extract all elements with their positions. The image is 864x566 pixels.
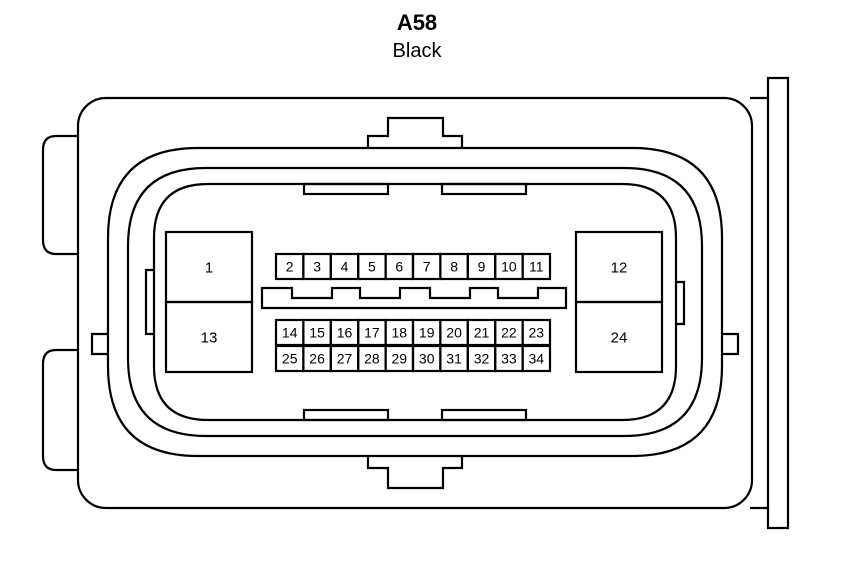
pin-number: 14 [282, 325, 298, 341]
hood-inner [126, 166, 704, 438]
hood-outer [106, 146, 724, 458]
cavity-small: 30 [411, 344, 442, 373]
guide-bottom-left [302, 408, 390, 422]
hood-notch-left [90, 332, 108, 356]
cavity-small: 8 [439, 252, 469, 281]
right-latch [750, 76, 790, 530]
receptacle [152, 182, 678, 422]
pin-number: 11 [529, 259, 544, 275]
pin-number: 23 [529, 325, 545, 341]
cavity-small: 3 [302, 252, 332, 281]
cavity-small: 28 [357, 344, 387, 373]
left-latch-top [41, 134, 78, 256]
left-latch-bottom [41, 348, 78, 472]
cavity-small: 22 [494, 318, 524, 347]
cavity-small: 20 [439, 318, 469, 347]
bottom-key [366, 456, 464, 490]
pin-number: 26 [309, 351, 325, 367]
pin-number: 9 [478, 259, 486, 275]
cavity-box [164, 300, 254, 374]
guide-bottom-right [440, 408, 528, 422]
cavity-large: 1 [164, 230, 254, 304]
top-key [366, 116, 464, 148]
connector-id: A58 [396, 10, 438, 35]
pin-number: 20 [446, 325, 462, 341]
receptacle-step-left [144, 268, 154, 336]
pin-number: 27 [337, 351, 353, 367]
pin-number: 30 [419, 351, 435, 367]
cavity-large: 24 [574, 300, 664, 374]
pin-number: 13 [201, 329, 218, 346]
cavity-small: 9 [466, 252, 497, 281]
pin-number: 8 [450, 259, 458, 275]
pin-number: 17 [364, 325, 380, 341]
pin-number: 21 [474, 325, 490, 341]
guide-top-right [440, 182, 528, 196]
pin-number: 33 [501, 351, 517, 367]
pin-number: 22 [501, 325, 517, 341]
pin-number: 12 [611, 259, 628, 276]
outer-housing [76, 96, 754, 510]
pin-number: 5 [368, 259, 376, 275]
cavity-small: 2 [274, 252, 305, 281]
cavity-small: 14 [274, 318, 305, 347]
cavity-small: 23 [521, 318, 552, 347]
pin-number: 31 [446, 351, 462, 367]
cavity-small: 25 [274, 344, 305, 373]
cavity-small: 5 [357, 252, 387, 281]
pin-number: 18 [392, 325, 408, 341]
cavity-large: 12 [574, 230, 664, 304]
cavity-small: 33 [494, 344, 524, 373]
pin-number: 2 [286, 259, 294, 275]
pin-number: 34 [529, 351, 545, 367]
cavity-small: 15 [302, 318, 332, 347]
cavity-small: 7 [411, 252, 442, 281]
guide-top-left [302, 182, 390, 196]
cavity-small: 19 [411, 318, 442, 347]
connector-color: Black [392, 40, 442, 62]
center-rib [260, 286, 568, 310]
pin-number: 6 [395, 259, 403, 275]
cavity-small: 34 [521, 344, 552, 373]
cavity-box [521, 344, 552, 373]
cavity-small: 4 [329, 252, 360, 281]
pin-number: 16 [337, 325, 353, 341]
cavity-box [521, 252, 552, 281]
cavity-small: 17 [357, 318, 387, 347]
pin-number: 32 [474, 351, 490, 367]
cavity-small: 26 [302, 344, 332, 373]
pin-number: 25 [282, 351, 298, 367]
pin-number: 19 [419, 325, 435, 341]
cavity-small: 32 [466, 344, 497, 373]
pin-number: 29 [392, 351, 408, 367]
hood-notch-right [722, 332, 740, 356]
cavity-large: 13 [164, 300, 254, 374]
cavity-small: 11 [521, 252, 552, 281]
pin-number: 4 [341, 259, 349, 275]
pin-number: 15 [309, 325, 325, 341]
pin-number: 1 [205, 259, 213, 276]
pin-number: 24 [611, 329, 628, 346]
cavity-small: 21 [466, 318, 497, 347]
cavity-small: 16 [329, 318, 360, 347]
pin-number: 10 [501, 259, 517, 275]
cavity-box [574, 300, 664, 374]
pin-number: 28 [364, 351, 380, 367]
cavity-small: 31 [439, 344, 469, 373]
cavity-small: 29 [384, 344, 415, 373]
pin-number: 7 [423, 259, 431, 275]
cavity-small: 18 [384, 318, 415, 347]
receptacle-step-right [676, 280, 686, 326]
pin-number: 3 [313, 259, 321, 275]
cavity-small: 10 [494, 252, 524, 281]
cavity-small: 27 [329, 344, 360, 373]
cavity-small: 6 [384, 252, 415, 281]
